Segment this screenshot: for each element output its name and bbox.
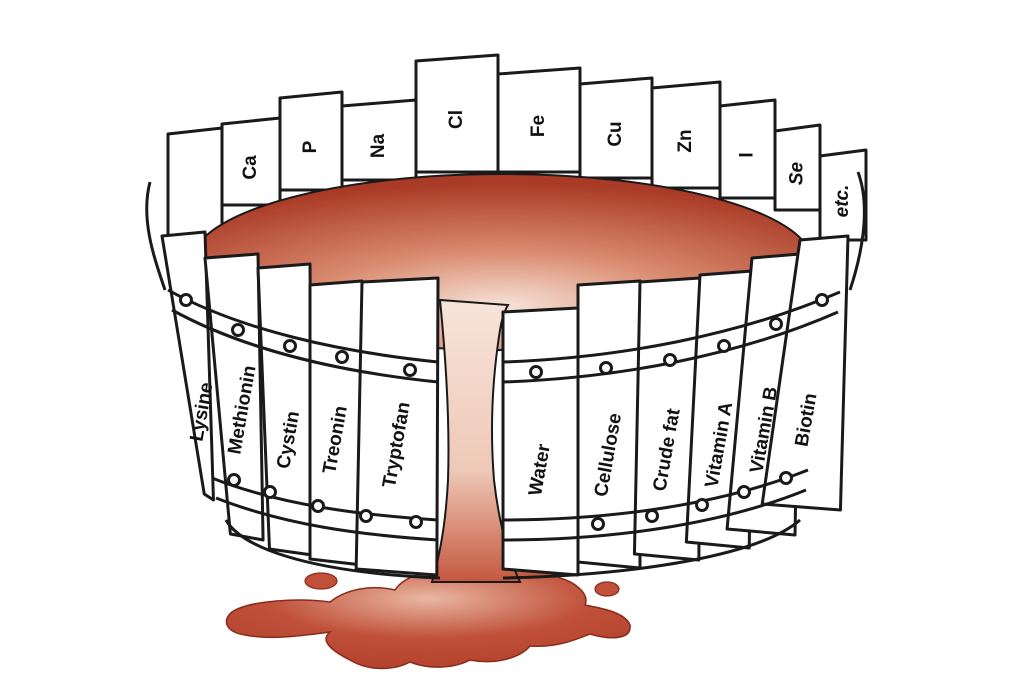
- back-stave: Se: [773, 123, 822, 212]
- back-stave-label: P: [300, 140, 321, 153]
- back-stave: Zn: [650, 80, 722, 190]
- barrel-rivets: [179, 293, 829, 531]
- back-stave-label: Na: [368, 133, 389, 158]
- back-stave-label: Ca: [240, 155, 261, 180]
- front-stave: Tryptofan: [354, 276, 440, 577]
- back-stave: [166, 126, 224, 242]
- front-stave: Cystin: [256, 262, 314, 557]
- front-stave: Treonin: [308, 279, 364, 567]
- barrel-back-wall: Ca P Na Cl Fe Cu ZnI Se etc.: [166, 53, 868, 242]
- back-stave: Ca: [220, 116, 282, 207]
- front-stave: Water: [501, 306, 580, 577]
- back-stave-label: Se: [787, 161, 808, 185]
- back-stave-label: Cl: [446, 110, 467, 129]
- back-stave: I: [718, 98, 777, 200]
- back-stave: Fe: [496, 66, 582, 174]
- splash-drop: [594, 581, 620, 597]
- puddle: [225, 567, 631, 670]
- front-stave: Cellulose: [576, 279, 642, 570]
- splash-drop: [304, 572, 338, 590]
- back-stave-label: Cu: [605, 121, 626, 146]
- back-stave: P: [278, 90, 344, 192]
- front-stave: Lysine: [160, 230, 218, 502]
- back-stave-label: etc.: [832, 185, 853, 218]
- back-stave: Cu: [578, 76, 654, 180]
- back-stave-label: Fe: [528, 115, 549, 137]
- barrel-hoops: [167, 288, 841, 580]
- back-stave: Cl: [414, 53, 500, 174]
- front-stave: Crude fat: [632, 276, 702, 562]
- back-stave: etc.: [818, 148, 868, 242]
- back-stave: Na: [340, 98, 418, 182]
- back-stave-label: Zn: [675, 129, 696, 152]
- back-stave-label: I: [737, 152, 758, 157]
